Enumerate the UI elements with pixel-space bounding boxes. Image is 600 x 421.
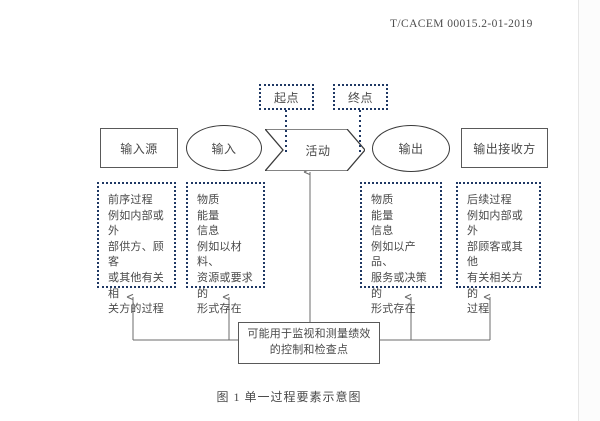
note-line: 有关相关方的 xyxy=(467,272,523,300)
note-line: 信息 xyxy=(371,225,394,238)
page-right-margin xyxy=(578,0,600,421)
note-control-checkpoint-line1: 可能用于监视和测量绩效 xyxy=(247,328,371,341)
figure-caption: 图 1 单一过程要素示意图 xyxy=(216,390,362,404)
node-activity-label: 活动 xyxy=(305,143,331,158)
note-line: 前序过程 xyxy=(108,194,153,206)
node-input[interactable]: 输入 xyxy=(186,125,262,171)
node-input-source-label: 输入源 xyxy=(120,141,158,156)
marker-end-point[interactable]: 终点 xyxy=(333,84,388,110)
note-line: 部供方、顾客 xyxy=(108,240,164,269)
node-activity[interactable]: 活动 xyxy=(263,128,366,172)
note-output-content[interactable]: 物质 能量 信息 例如以产品、 服务或决策的 形式存在 xyxy=(360,182,442,315)
note-line: 资源或要求的 xyxy=(197,272,253,300)
note-line: 后续过程 xyxy=(467,194,512,206)
note-line: 能量 xyxy=(197,209,220,222)
note-control-checkpoint[interactable]: 可能用于监视和测量绩效 的控制和检查点 xyxy=(238,322,380,364)
marker-end-point-label: 终点 xyxy=(347,90,373,105)
note-line: 例如以产品、 xyxy=(371,240,416,269)
note-line: 服务或决策的 xyxy=(371,272,427,300)
node-input-label: 输入 xyxy=(211,141,237,156)
page-edge-line xyxy=(578,0,579,421)
note-line: 关方的过程 xyxy=(108,303,164,316)
note-subsequent-process[interactable]: 后续过程 例如内部或外 部顾客或其他 有关相关方的 过程 xyxy=(456,182,541,315)
marker-start-point-label: 起点 xyxy=(273,90,299,105)
note-line: 例如内部或外 xyxy=(467,209,523,238)
note-control-checkpoint-line2: 的控制和检查点 xyxy=(269,344,349,356)
node-output-label: 输出 xyxy=(398,142,424,156)
document-standard-code: T/CACEM 00015.2-01-2019 xyxy=(390,18,533,30)
note-preceding-process[interactable]: 前序过程 例如内部或外 部供方、顾客 或其他有关相 关方的过程 xyxy=(97,182,176,315)
note-line: 部顾客或其他 xyxy=(467,240,523,269)
note-line: 例如以材料、 xyxy=(197,240,242,269)
marker-start-point[interactable]: 起点 xyxy=(259,84,314,110)
node-output-receiver[interactable]: 输出接收方 xyxy=(461,128,548,168)
node-input-source[interactable]: 输入源 xyxy=(100,128,178,168)
note-input-content[interactable]: 物质 能量 信息 例如以材料、 资源或要求的 形式存在 xyxy=(186,182,265,315)
node-output-receiver-label: 输出接收方 xyxy=(473,141,536,156)
note-line: 能量 xyxy=(371,209,394,222)
note-line: 信息 xyxy=(197,225,220,238)
note-line: 过程 xyxy=(467,303,490,316)
node-output[interactable]: 输出 xyxy=(372,125,450,172)
note-line: 或其他有关相 xyxy=(108,272,164,300)
note-line: 物质 xyxy=(197,194,220,206)
note-line: 形式存在 xyxy=(197,303,242,316)
note-line: 物质 xyxy=(371,194,394,206)
note-line: 形式存在 xyxy=(371,303,416,316)
note-line: 例如内部或外 xyxy=(108,209,164,238)
